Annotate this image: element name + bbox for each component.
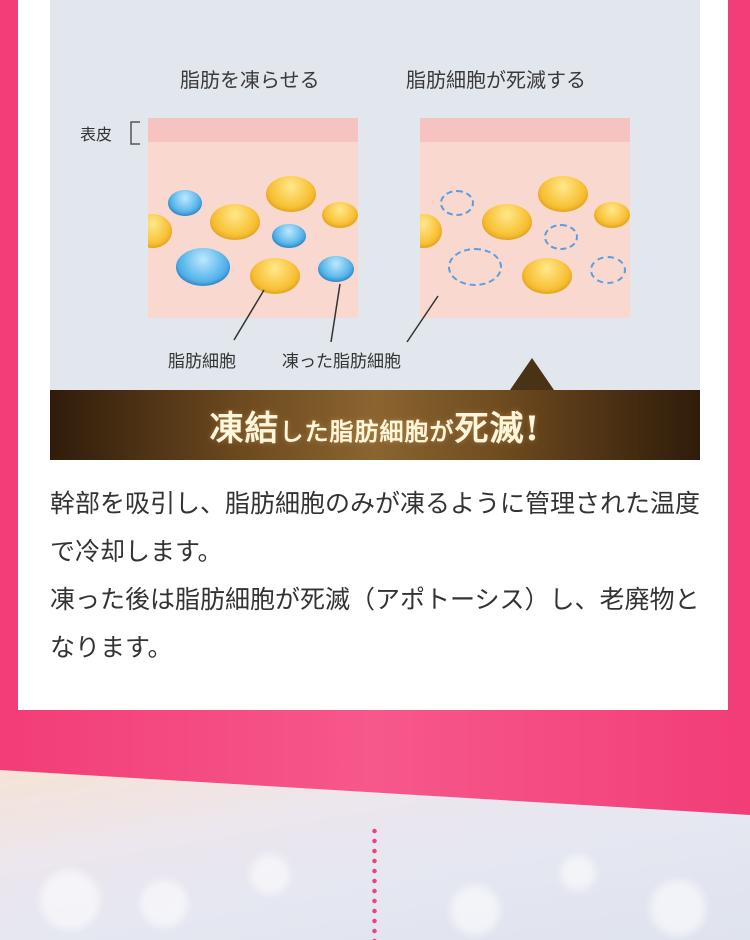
- result-banner: 凍結した脂肪細胞が死滅!: [50, 390, 700, 460]
- frozen-cell-label: 凍った脂肪細胞: [282, 352, 401, 372]
- dead-cell: [544, 224, 578, 250]
- description-paragraph-1: 幹部を吸引し、脂肪細胞のみが凍るように管理された温度で冷却します。: [50, 489, 701, 566]
- banner-exclamation: !: [524, 408, 541, 449]
- fat-cell: [538, 176, 588, 212]
- fat-cell: [522, 258, 572, 294]
- frozen-cell: [168, 190, 202, 216]
- banner-pointer: [510, 358, 554, 390]
- epidermis-bracket: [130, 121, 140, 145]
- banner-part-frozen: 凍結: [209, 408, 280, 449]
- skin-before: [148, 118, 358, 318]
- fat-cell: [266, 176, 316, 212]
- frozen-cell: [176, 248, 230, 286]
- frozen-cell: [272, 224, 306, 248]
- epidermis-layer: [420, 118, 630, 142]
- fat-cell: [322, 202, 358, 228]
- cryolipolysis-diagram: 脂肪を凍らせる 脂肪細胞が死滅する 表皮 脂肪細胞 凍った脂肪細胞: [50, 0, 700, 390]
- epidermis-label: 表皮: [80, 125, 113, 144]
- fat-cell: [250, 258, 300, 294]
- label-pointer-lines: [233, 283, 439, 343]
- fat-cell-label: 脂肪細胞: [168, 352, 236, 372]
- bokeh-light: [250, 855, 290, 895]
- bokeh-light: [40, 870, 100, 930]
- frozen-cell: [318, 256, 354, 282]
- fat-cell: [420, 214, 442, 248]
- fat-cell: [210, 204, 260, 240]
- banner-part-death: 死滅: [454, 408, 525, 449]
- description-paragraph-2: 凍った後は脂肪細胞が死滅（アポトーシス）し、老廃物となります。: [50, 585, 700, 662]
- bokeh-light: [560, 855, 596, 891]
- skin-after: [420, 118, 630, 318]
- right-panel-title: 脂肪細胞が死滅する: [406, 68, 586, 92]
- epidermis-layer: [148, 118, 358, 142]
- bokeh-light: [650, 880, 706, 936]
- bokeh-light: [140, 880, 188, 928]
- dead-cell: [448, 248, 502, 286]
- dead-cell: [590, 256, 626, 284]
- bokeh-light: [450, 885, 500, 935]
- dead-cell: [440, 190, 474, 216]
- banner-part-particle: が: [429, 416, 455, 446]
- dotted-connector: [372, 826, 377, 940]
- fat-cell: [482, 204, 532, 240]
- fat-cell: [594, 202, 630, 228]
- left-panel-title: 脂肪を凍らせる: [180, 68, 320, 92]
- banner-text: 凍結した脂肪細胞が死滅!: [210, 401, 541, 450]
- description-text: 幹部を吸引し、脂肪細胞のみが凍るように管理された温度で冷却します。 凍った後は脂…: [50, 480, 705, 672]
- banner-part-fat-cells: した脂肪細胞: [279, 416, 430, 446]
